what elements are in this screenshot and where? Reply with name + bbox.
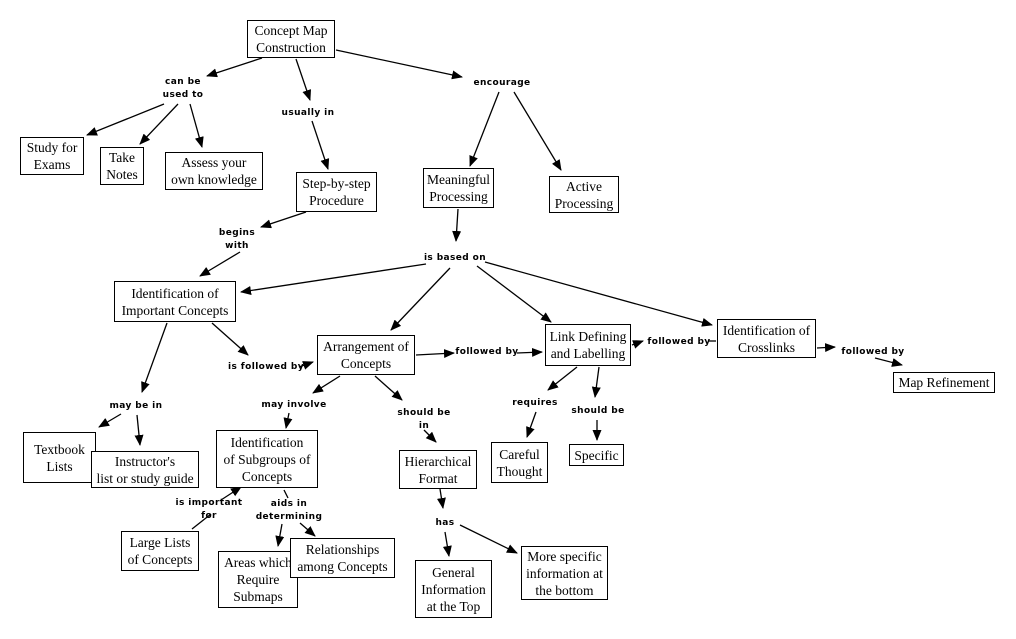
edge-line bbox=[469, 91, 500, 167]
edge-line bbox=[459, 524, 518, 554]
edge-label-usually-in: usually in bbox=[281, 108, 335, 118]
node-identification-of-subgroups-of-concepts: Identification of Subgroups of Concepts bbox=[216, 430, 318, 488]
edge-line bbox=[283, 412, 293, 429]
edge-label-followed-by-2: followed by bbox=[647, 337, 711, 347]
edge-line bbox=[442, 531, 452, 557]
edge-label-can-be-used-to: can be used to bbox=[162, 77, 204, 100]
edge-line bbox=[189, 103, 204, 148]
node-study-for-exams: Study for Exams bbox=[20, 137, 84, 175]
edge-line bbox=[240, 263, 427, 295]
edge-line bbox=[275, 523, 285, 547]
edge-line bbox=[211, 322, 249, 356]
edge-line bbox=[134, 414, 144, 446]
edge-label-may-involve: may involve bbox=[261, 400, 327, 410]
edge-line bbox=[415, 349, 455, 359]
edge-label-should-be: should be bbox=[571, 406, 625, 416]
edge-line bbox=[516, 347, 543, 357]
edge-line bbox=[374, 375, 403, 401]
edge-line bbox=[591, 366, 601, 398]
edge-line bbox=[283, 489, 289, 499]
edge-line bbox=[335, 49, 463, 80]
edge-label-should-be-in: should be in bbox=[397, 408, 451, 431]
node-link-defining-and-labelling: Link Defining and Labelling bbox=[545, 324, 631, 366]
edge-line bbox=[311, 120, 330, 170]
node-step-by-step-procedure: Step-by-step Procedure bbox=[296, 172, 377, 212]
edge-line bbox=[295, 58, 312, 101]
edge-line bbox=[98, 413, 122, 428]
edge-line bbox=[86, 103, 165, 136]
edge-label-encourage: encourage bbox=[473, 78, 531, 88]
edge-line bbox=[260, 211, 307, 229]
node-active-processing: Active Processing bbox=[549, 176, 619, 213]
edge-label-begins-with: begins with bbox=[218, 228, 256, 251]
edge-line bbox=[390, 267, 451, 331]
edge-label-followed-by-3: followed by bbox=[841, 347, 905, 357]
edge-label-requires: requires bbox=[512, 398, 558, 408]
edge-line bbox=[484, 261, 713, 327]
edge-line bbox=[206, 57, 263, 78]
node-relationships-among-concepts: Relationships among Concepts bbox=[290, 538, 395, 578]
edge-label-aids-in-determining: aids in determining bbox=[255, 499, 323, 522]
edge-line bbox=[220, 486, 242, 501]
node-instructors-list-or-study-guide: Instructor's list or study guide bbox=[91, 451, 199, 488]
node-meaningful-processing: Meaningful Processing bbox=[423, 168, 494, 208]
node-general-information-at-the-top: General Information at the Top bbox=[415, 560, 492, 618]
edge-label-may-be-in: may be in bbox=[109, 401, 163, 411]
edge-line bbox=[199, 251, 241, 277]
edge-label-has: has bbox=[435, 518, 455, 528]
edge-line bbox=[423, 429, 437, 443]
edge-label-is-important-for: is important for bbox=[175, 498, 243, 521]
node-map-refinement: Map Refinement bbox=[893, 372, 995, 393]
node-textbook-lists: Textbook Lists bbox=[23, 432, 96, 483]
edge-line bbox=[547, 366, 578, 391]
edge-label-is-based-on: is based on bbox=[423, 253, 487, 263]
edge-line bbox=[139, 103, 179, 145]
edge-line bbox=[436, 488, 446, 509]
node-identification-of-important-concepts: Identification of Important Concepts bbox=[114, 281, 236, 322]
edge-line bbox=[298, 361, 314, 370]
node-more-specific-information-at-the-bottom: More specific information at the bottom bbox=[521, 546, 608, 600]
node-hierarchical-format: Hierarchical Format bbox=[399, 450, 477, 489]
node-assess-your-own-knowledge: Assess your own knowledge bbox=[165, 152, 263, 190]
edge-line bbox=[191, 513, 212, 530]
edge-line bbox=[476, 265, 552, 323]
node-take-notes: Take Notes bbox=[100, 147, 144, 185]
edge-line bbox=[452, 208, 462, 242]
node-concept-map-construction: Concept Map Construction bbox=[247, 20, 335, 58]
edge-label-is-followed-by: is followed by bbox=[228, 362, 304, 372]
edge-line bbox=[299, 522, 316, 537]
edge-line bbox=[874, 357, 903, 367]
edge-line bbox=[816, 343, 836, 353]
node-identification-of-crosslinks: Identification of Crosslinks bbox=[717, 319, 816, 358]
edge-line bbox=[513, 91, 562, 171]
edge-line bbox=[141, 322, 168, 393]
node-areas-which-require-submaps: Areas which Require Submaps bbox=[218, 551, 298, 608]
node-arrangement-of-concepts: Arrangement of Concepts bbox=[317, 335, 415, 375]
edge-line bbox=[312, 375, 341, 394]
node-large-lists-of-concepts: Large Lists of Concepts bbox=[121, 531, 199, 571]
edge-label-followed-by-1: followed by bbox=[455, 347, 519, 357]
node-specific: Specific bbox=[569, 444, 624, 466]
edge-line bbox=[631, 340, 644, 349]
edge-line bbox=[526, 411, 537, 438]
node-careful-thought: Careful Thought bbox=[491, 442, 548, 483]
